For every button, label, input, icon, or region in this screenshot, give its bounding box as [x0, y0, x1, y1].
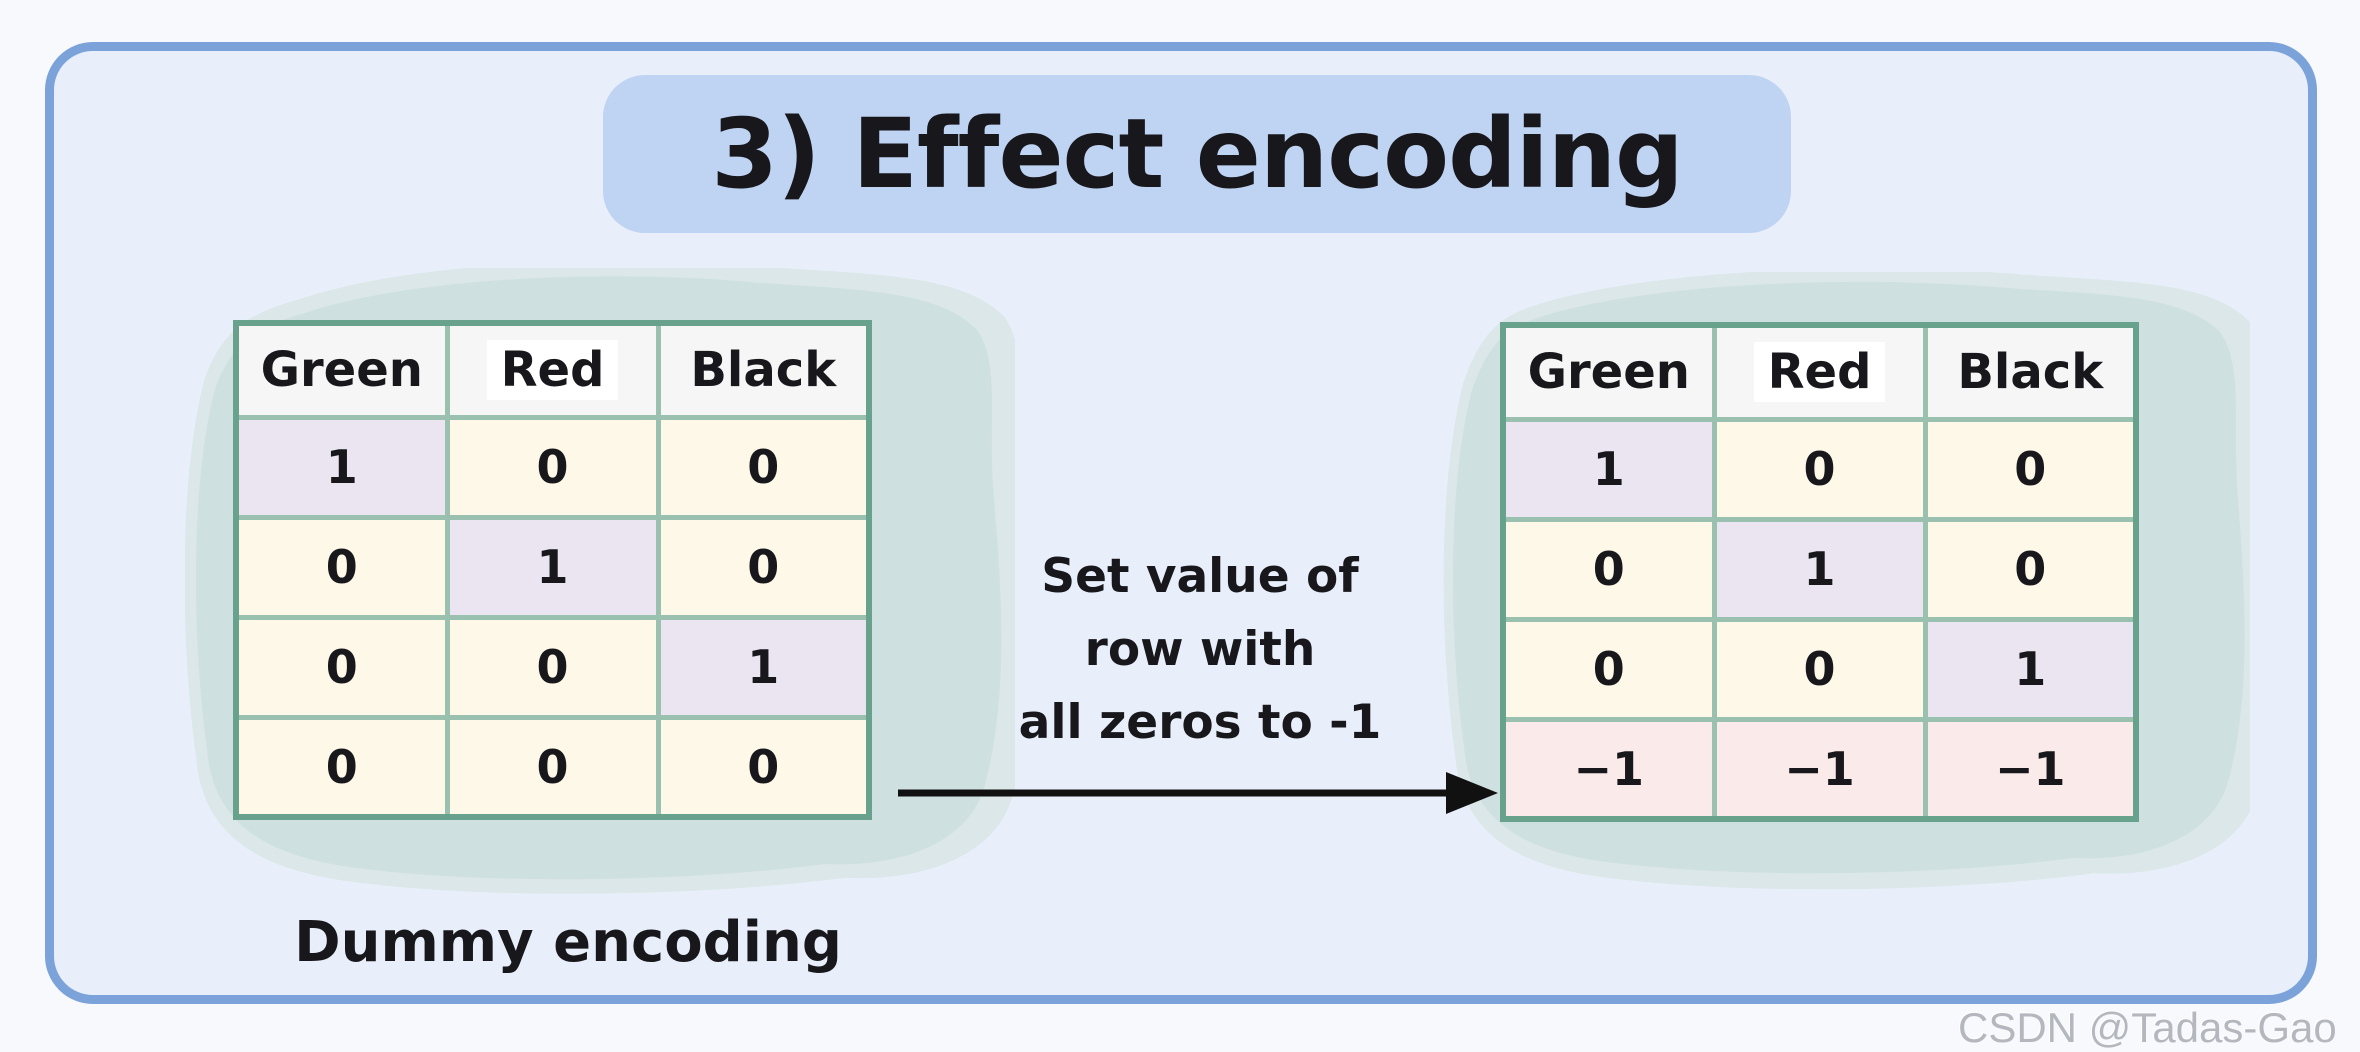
column-header-black: Black — [1922, 322, 2139, 422]
table-cell: −1 — [1922, 716, 2139, 822]
table-row: 0 1 0 — [233, 514, 872, 620]
table-row: 0 1 0 — [1500, 516, 2139, 622]
table-cell: 1 — [1711, 516, 1928, 622]
right-arrow-icon — [898, 772, 1498, 814]
effect-encoding-table: Green Red Black 1 0 0 0 1 0 0 0 1 −1 — [1500, 322, 2139, 822]
table-row: −1 −1 −1 — [1500, 716, 2139, 822]
table-cell: 0 — [444, 714, 661, 820]
table-row: 0 0 0 — [233, 714, 872, 820]
column-header-red: Red — [444, 320, 661, 420]
transform-annotation: Set value of row with all zeros to -1 — [930, 540, 1470, 759]
page-title: 3) Effect encoding — [711, 98, 1684, 210]
table-cell: 1 — [655, 614, 872, 720]
table-row: 1 0 0 — [233, 414, 872, 520]
table-cell: 0 — [233, 714, 450, 820]
dummy-encoding-caption: Dummy encoding — [294, 910, 842, 975]
table-cell: 1 — [444, 514, 661, 620]
table-cell: 0 — [233, 614, 450, 720]
dummy-encoding-table: Green Red Black 1 0 0 0 1 0 0 0 1 0 — [233, 320, 872, 820]
table-cell: −1 — [1711, 716, 1928, 822]
table-cell: 0 — [1922, 416, 2139, 522]
table-cell: 0 — [655, 414, 872, 520]
annotation-line: Set value of — [1041, 549, 1359, 604]
table-cell: −1 — [1500, 716, 1717, 822]
table-cell: 0 — [444, 414, 661, 520]
annotation-line: row with — [1084, 622, 1316, 677]
table-cell: 1 — [1500, 416, 1717, 522]
table-cell: 0 — [1500, 516, 1717, 622]
table-cell: 0 — [655, 514, 872, 620]
watermark: CSDN @Tadas-Gao — [1958, 1004, 2337, 1051]
column-header-red: Red — [1711, 322, 1928, 422]
table-row: 0 0 1 — [233, 614, 872, 720]
table-row: 1 0 0 — [1500, 416, 2139, 522]
column-header-green: Green — [233, 320, 450, 420]
header-row: Green Red Black — [1500, 322, 2139, 422]
column-header-green: Green — [1500, 322, 1717, 422]
table-cell: 1 — [1922, 616, 2139, 722]
table-row: 0 0 1 — [1500, 616, 2139, 722]
table-cell: 0 — [1922, 516, 2139, 622]
table-cell: 0 — [1500, 616, 1717, 722]
table-cell: 1 — [233, 414, 450, 520]
table-cell: 0 — [1711, 616, 1928, 722]
column-header-black: Black — [655, 320, 872, 420]
annotation-line: all zeros to -1 — [1018, 695, 1382, 750]
table-cell: 0 — [233, 514, 450, 620]
table-cell: 0 — [444, 614, 661, 720]
table-cell: 0 — [655, 714, 872, 820]
header-row: Green Red Black — [233, 320, 872, 420]
table-cell: 0 — [1711, 416, 1928, 522]
title-badge: 3) Effect encoding — [603, 75, 1791, 233]
